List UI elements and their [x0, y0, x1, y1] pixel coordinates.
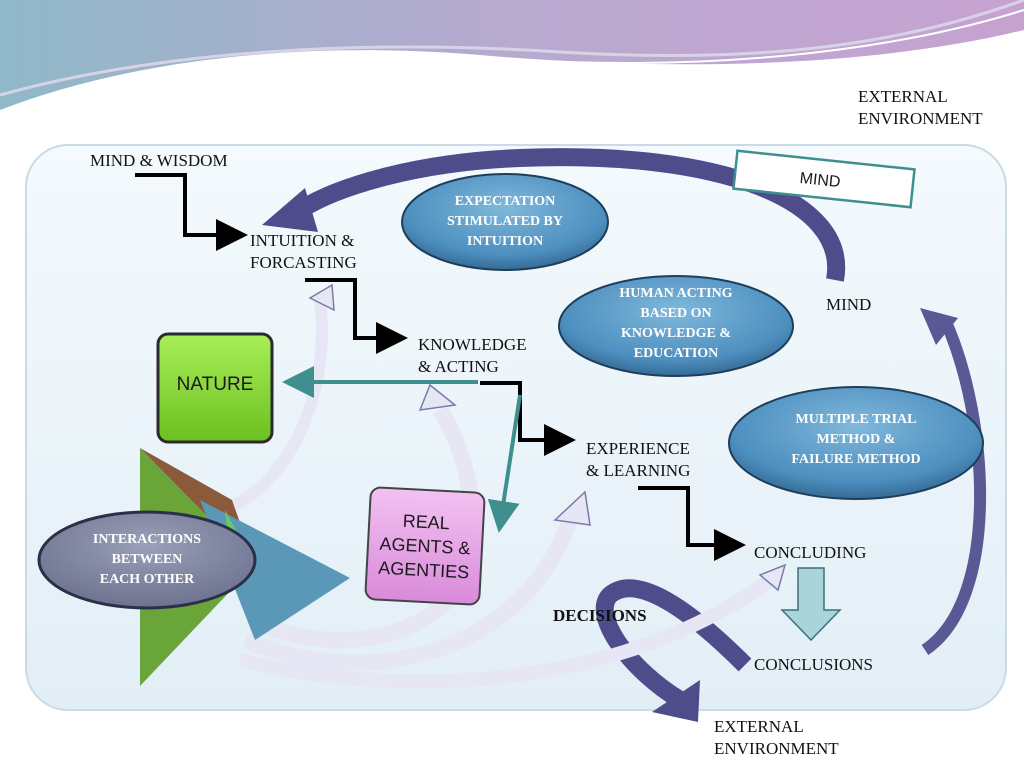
nature-box-text: NATURE: [176, 374, 254, 395]
experience-label: EXPERIENCE & LEARNING: [586, 438, 690, 482]
experience-line2: & LEARNING: [586, 461, 691, 480]
human-acting-oval: [558, 275, 794, 377]
multiple-trial-oval-text: MULTIPLE TRIAL METHOD & FAILURE METHOD: [766, 410, 946, 470]
human-acting-line4: EDUCATION: [633, 346, 719, 361]
external-environment-bottom: EXTERNAL ENVIRONMENT: [714, 716, 839, 760]
experience-line1: EXPERIENCE: [586, 439, 690, 458]
down-arrow: [780, 567, 842, 642]
human-acting-line2: BASED ON: [640, 306, 712, 321]
real-agents-box-text: REAL AGENTS & AGENTIES: [366, 507, 484, 585]
multiple-trial-line3: FAILURE METHOD: [791, 452, 921, 467]
expectation-oval: [401, 173, 609, 271]
ovals: [37, 173, 984, 610]
nature-box: [156, 332, 274, 444]
interactions-line1: INTERACTIONS: [92, 532, 202, 547]
expectation-line1: EXPECTATION: [454, 194, 556, 209]
mind-tilted-box: [732, 149, 916, 209]
external-environment-top-line2: ENVIRONMENT: [858, 109, 983, 128]
concluding-label: CONCLUDING: [754, 543, 867, 562]
intuition-line2: FORCASTING: [250, 253, 357, 272]
real-agents-box: [364, 486, 486, 606]
teal-arrows: [282, 366, 522, 533]
conclusions-label: CONCLUSIONS: [754, 655, 874, 674]
external-environment-bottom-line2: ENVIRONMENT: [714, 739, 839, 758]
human-acting-line3: KNOWLEDGE &: [620, 326, 732, 341]
interactions-oval-text: INTERACTIONS BETWEEN EACH OTHER: [72, 530, 222, 590]
knowledge-line2: & ACTING: [418, 357, 499, 376]
expectation-line3: INTUITION: [466, 234, 544, 249]
expectation-oval-text: EXPECTATION STIMULATED BY INTUITION: [425, 192, 585, 252]
external-environment-bottom-line1: EXTERNAL: [714, 717, 804, 736]
knowledge-label: KNOWLEDGE & ACTING: [418, 334, 527, 378]
expectation-line2: STIMULATED BY: [446, 214, 564, 229]
intuition-label: INTUITION & FORCASTING: [250, 230, 357, 274]
knowledge-line1: KNOWLEDGE: [418, 335, 527, 354]
decisions-label: DECISIONS: [553, 606, 647, 625]
interactions-line3: EACH OTHER: [99, 572, 195, 587]
multiple-trial-oval: [728, 386, 984, 500]
human-acting-oval-text: HUMAN ACTING BASED ON KNOWLEDGE & EDUCAT…: [596, 284, 756, 364]
conclusions-to-mind-arrow: [920, 308, 986, 655]
mind-wisdom-label: MIND & WISDOM: [90, 151, 228, 170]
top-banner: [0, 0, 1024, 113]
interactions-line2: BETWEEN: [111, 552, 183, 567]
multiple-trial-line1: MULTIPLE TRIAL: [795, 412, 917, 427]
intuition-line1: INTUITION &: [250, 231, 355, 250]
human-acting-line1: HUMAN ACTING: [619, 286, 733, 301]
step-arrows: [135, 173, 746, 561]
interactions-oval: [37, 510, 257, 610]
external-environment-top: EXTERNAL ENVIRONMENT: [858, 86, 983, 130]
mind-feedback-arrow: [262, 148, 846, 282]
external-environment-top-line1: EXTERNAL: [858, 87, 948, 106]
mind-right-label: MIND: [826, 295, 872, 314]
multiple-trial-line2: METHOD &: [816, 432, 896, 447]
